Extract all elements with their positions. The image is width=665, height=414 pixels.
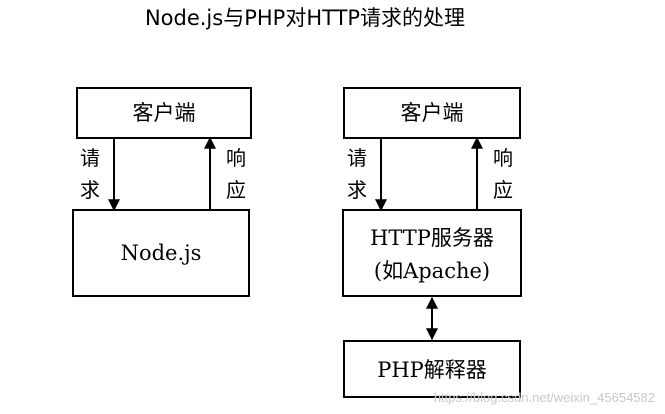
right-request-label-1: 请: [347, 146, 367, 170]
watermark: https://blog.csdn.net/weixin_45654582: [434, 390, 655, 405]
left-request-label-1: 请: [80, 146, 100, 170]
right-php-label: PHP解释器: [377, 358, 487, 382]
right-http-server-box: [342, 209, 522, 297]
left-nodejs-box: [72, 209, 250, 297]
right-response-label-1: 响: [493, 146, 513, 170]
right-client-label: 客户端: [401, 101, 464, 125]
right-php-box: [343, 340, 521, 398]
left-nodejs-label: Node.js: [121, 241, 202, 265]
left-client-label: 客户端: [133, 101, 196, 125]
left-client-box: [76, 87, 252, 139]
left-response-label-1: 响: [226, 146, 246, 170]
right-http-server-sublabel: (如Apache): [374, 259, 490, 283]
right-client-box: [343, 87, 521, 139]
diagram-title: Node.js与PHP对HTTP请求的处理: [145, 6, 465, 30]
left-request-label-2: 求: [80, 178, 100, 202]
right-request-label-2: 求: [347, 178, 367, 202]
left-response-label-2: 应: [226, 178, 246, 202]
right-response-label-2: 应: [493, 178, 513, 202]
right-http-server-label: HTTP服务器: [370, 226, 494, 250]
